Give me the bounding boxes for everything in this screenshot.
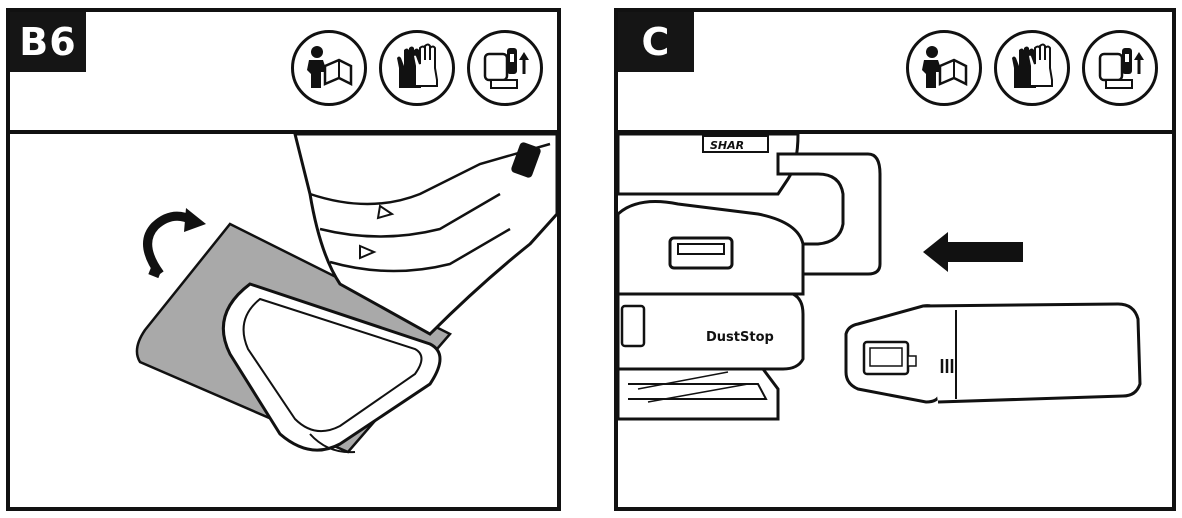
sandpaper-illustration (10, 134, 557, 507)
step-label: B6 (10, 12, 86, 72)
safety-icons (291, 30, 543, 106)
panel-header: C (618, 12, 1172, 134)
safety-icons (906, 30, 1158, 106)
sander-pad (221, 282, 442, 452)
brand-label-top: SHAR (710, 139, 744, 152)
dust-container-illustration: SHAR DustStop (618, 134, 1172, 507)
wear-gloves-icon (379, 30, 455, 106)
step-panel-c: C (614, 8, 1176, 511)
read-manual-icon (291, 30, 367, 106)
remove-battery-icon (467, 30, 543, 106)
step-panel-b6: B6 (6, 8, 561, 511)
panel-header: B6 (10, 12, 557, 134)
rotate-arrow-icon (143, 211, 195, 277)
insert-arrow-icon (923, 232, 1023, 272)
remove-battery-icon (1082, 30, 1158, 106)
brand-label-dust: DustStop (706, 330, 774, 345)
read-manual-icon (906, 30, 982, 106)
dust-container (844, 302, 1142, 404)
sander-body (293, 134, 557, 336)
wear-gloves-icon (994, 30, 1070, 106)
step-label: C (618, 12, 694, 72)
